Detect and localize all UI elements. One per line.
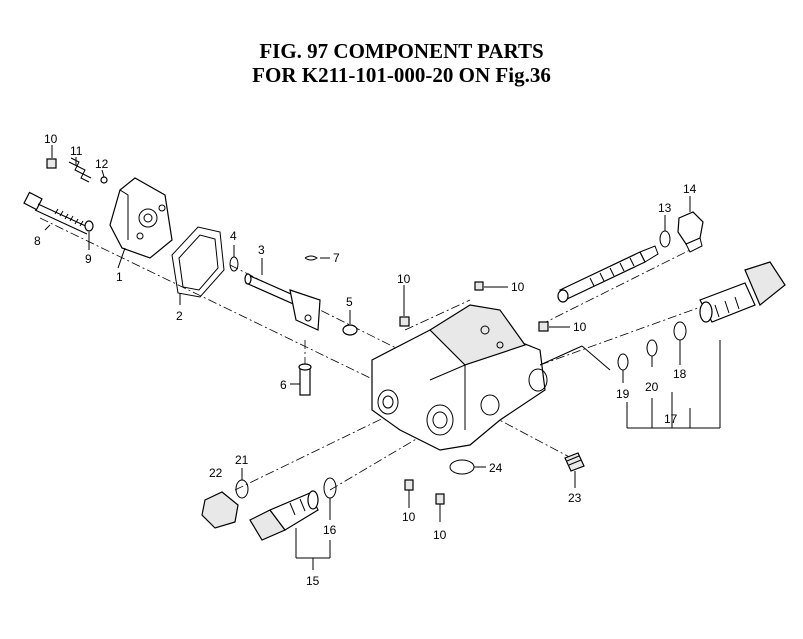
part-17-relief-valve xyxy=(699,261,786,323)
callout-24: 24 xyxy=(489,461,503,475)
part-10-plug xyxy=(435,493,445,505)
callout-10: 10 xyxy=(402,510,416,524)
callout-22: 22 xyxy=(209,466,223,480)
spool xyxy=(557,245,659,303)
callout-10: 10 xyxy=(433,528,447,542)
figure-title-line-1: FIG. 97 COMPONENT PARTS xyxy=(259,39,544,63)
callout-4: 4 xyxy=(230,229,237,243)
callout-7: 7 xyxy=(333,251,340,265)
callout-23: 23 xyxy=(568,491,582,505)
part-10-plug xyxy=(404,479,414,491)
callout-12: 12 xyxy=(95,157,109,171)
part-10-plug xyxy=(399,316,410,327)
part-3-shaft xyxy=(244,273,321,331)
callout-3: 3 xyxy=(258,243,265,257)
part-13-o-ring xyxy=(659,230,671,248)
part-12-ball xyxy=(100,176,108,184)
part-10-plug xyxy=(538,321,549,332)
part-23-plug xyxy=(564,452,585,472)
part-18-o-ring xyxy=(673,321,687,341)
callout-10: 10 xyxy=(511,280,525,294)
callout-8: 8 xyxy=(34,234,41,248)
part-1-cover xyxy=(109,177,173,259)
part-6-pin xyxy=(298,363,312,396)
part-15-relief-valve xyxy=(249,490,319,541)
part-20-o-ring xyxy=(646,339,658,357)
callout-6: 6 xyxy=(280,378,287,392)
callout-1: 1 xyxy=(116,270,123,284)
callout-20: 20 xyxy=(645,380,659,394)
callout-14: 14 xyxy=(683,182,697,196)
callout-21: 21 xyxy=(235,453,249,467)
part-19-o-ring xyxy=(617,353,629,371)
callout-9: 9 xyxy=(85,252,92,266)
part-22-plug xyxy=(201,491,239,529)
part-4-o-ring xyxy=(229,256,239,272)
part-7-pin xyxy=(304,255,318,261)
callout-13: 13 xyxy=(658,201,672,215)
part-10-plug xyxy=(46,158,57,169)
callout-15: 15 xyxy=(306,574,320,588)
leader-lines xyxy=(44,145,721,570)
part-2-gasket xyxy=(171,226,225,298)
callout-18: 18 xyxy=(673,367,687,381)
part-8-bolt xyxy=(23,191,91,235)
part-10-plug xyxy=(474,281,484,291)
callout-5: 5 xyxy=(346,295,353,309)
part-14-plug xyxy=(677,211,704,253)
part-24-o-ring xyxy=(449,459,475,475)
callout-11: 11 xyxy=(70,144,83,158)
part-5-washer xyxy=(342,324,358,336)
part-11-spring xyxy=(68,157,92,183)
valve-body xyxy=(371,304,548,451)
callout-17: 17 xyxy=(664,412,678,426)
part-16-o-ring xyxy=(323,477,337,499)
callout-10: 10 xyxy=(573,320,587,334)
callout-10: 10 xyxy=(397,272,411,286)
center-lines xyxy=(39,217,721,491)
callout-16: 16 xyxy=(323,523,337,537)
callout-19: 19 xyxy=(616,387,630,401)
callout-10: 10 xyxy=(44,132,58,146)
figure-title-line-2: FOR K211-101-000-20 ON Fig.36 xyxy=(252,63,551,87)
callout-2: 2 xyxy=(176,309,183,323)
part-9-washer xyxy=(84,220,94,232)
